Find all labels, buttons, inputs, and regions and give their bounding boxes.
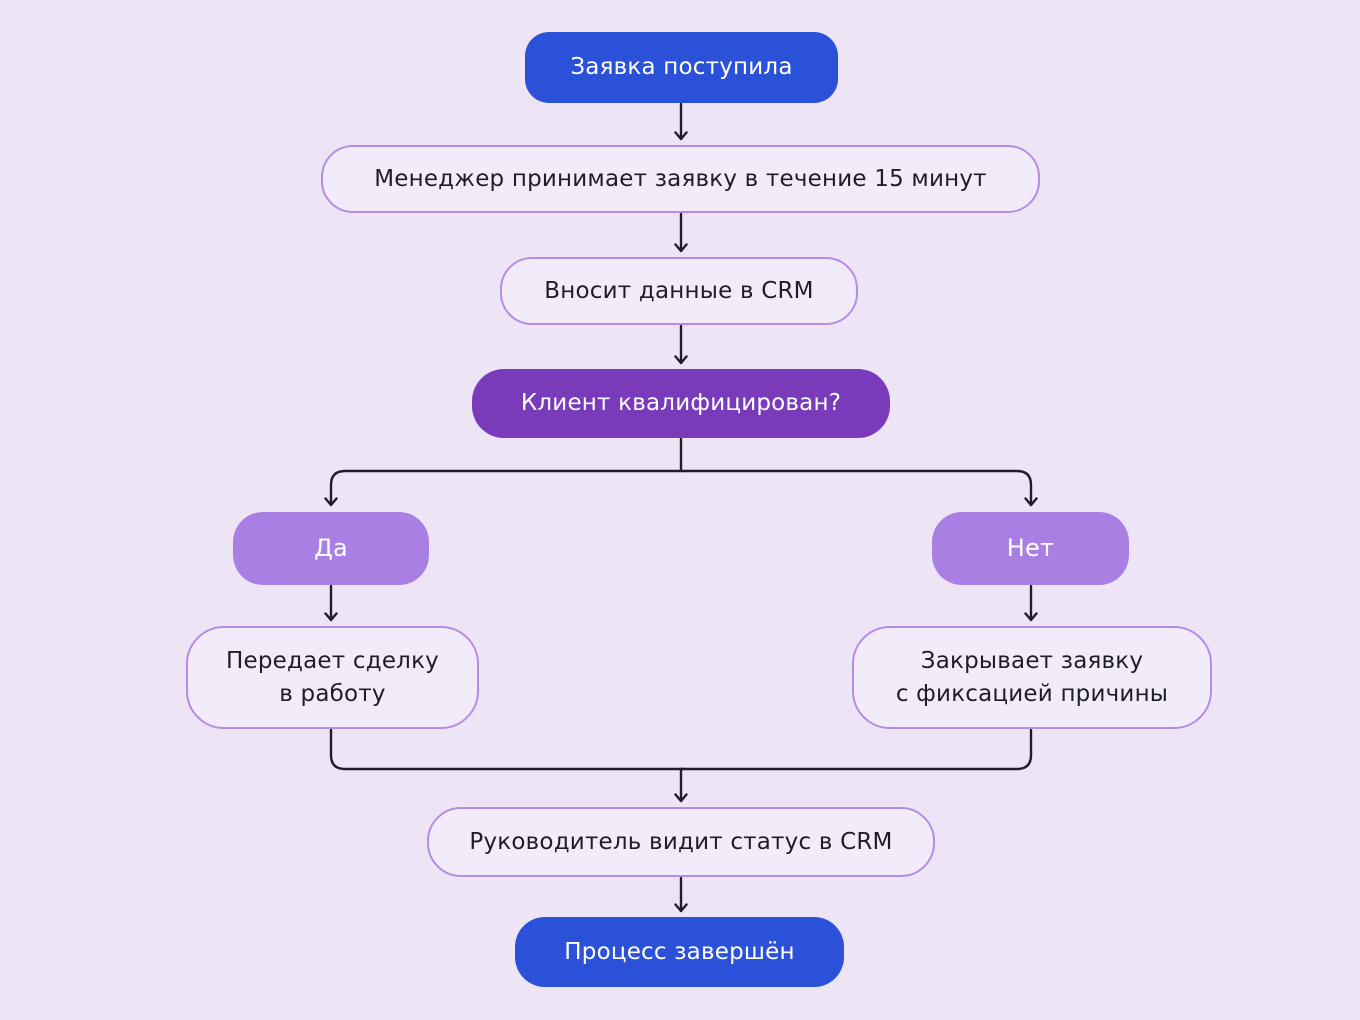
node-manager-accepts: Менеджер принимает заявку в течение 15 м… [321, 145, 1040, 213]
node-decision-qualified: Клиент квалифицирован? [472, 369, 890, 438]
node-status-crm: Руководитель видит статус в CRM [427, 807, 935, 877]
node-branch-yes: Да [233, 512, 429, 585]
node-end: Процесс завершён [515, 917, 844, 987]
node-close-request: Закрывает заявку с фиксацией причины [852, 626, 1212, 729]
node-handoff-deal: Передает сделку в работу [186, 626, 479, 729]
node-branch-no: Нет [932, 512, 1129, 585]
node-enter-crm: Вносит данные в CRM [500, 257, 858, 325]
node-start: Заявка поступила [525, 32, 838, 103]
